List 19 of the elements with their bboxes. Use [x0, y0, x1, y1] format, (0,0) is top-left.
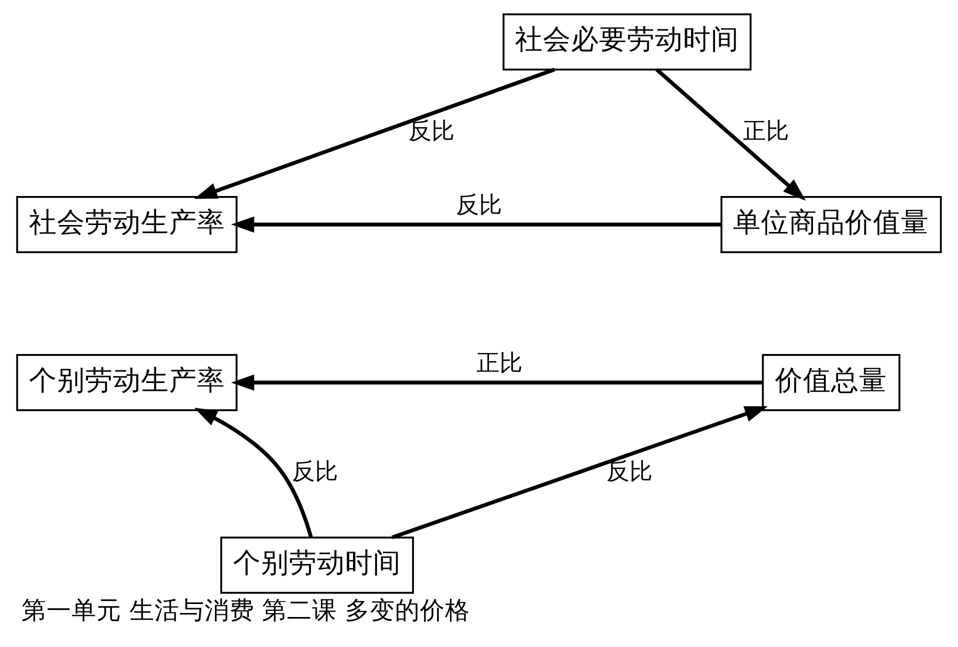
node-box: 个别劳动生产率: [16, 354, 238, 412]
edge-label: 正比: [476, 350, 523, 376]
edge-label: 正比: [742, 118, 789, 145]
arrow: [392, 406, 768, 540]
edge-label: 反比: [292, 459, 338, 486]
node-box: 个别劳动时间: [220, 536, 414, 594]
node-box: 社会劳动生产率: [16, 196, 238, 254]
edge-label: 反比: [456, 192, 502, 218]
node-box: 社会必要劳动时间: [502, 13, 752, 70]
arrow: [194, 408, 313, 538]
arrow: [655, 68, 806, 201]
arrow: [231, 374, 763, 391]
node-box: 价值总量: [762, 354, 900, 412]
caption: 第一单元 生活与消费 第二课 多变的价格: [22, 596, 470, 625]
arrow: [231, 216, 722, 233]
node-box: 单位商品价值量: [720, 196, 942, 254]
edge-label: 反比: [606, 459, 652, 486]
edge-label: 反比: [408, 118, 454, 145]
arrow: [194, 68, 555, 199]
